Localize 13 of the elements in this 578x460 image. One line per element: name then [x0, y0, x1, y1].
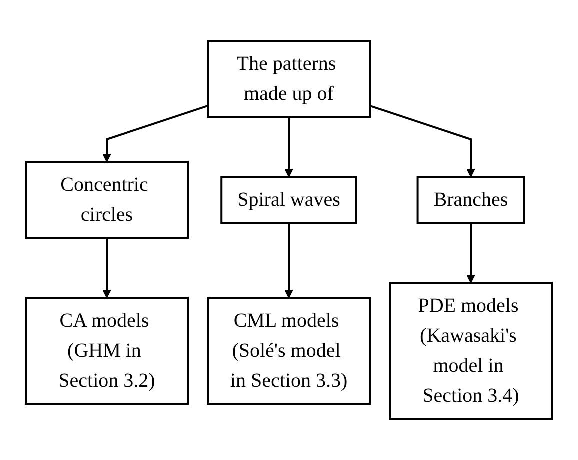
node-box: The patterns made up of — [207, 40, 371, 118]
arrow — [284, 223, 294, 298]
arrow — [102, 238, 112, 298]
node-box: Concentric circles — [25, 161, 189, 239]
node-box: CA models (GHM in Section 3.2) — [25, 297, 189, 405]
node-box: PDE models (Kawasaki's model in Section 3.4) — [389, 282, 553, 420]
node-box: Spiral waves — [220, 176, 358, 224]
arrow — [102, 104, 208, 162]
node-box: CML models (Solé's model in Section 3.3) — [207, 297, 371, 405]
arrow — [370, 104, 476, 178]
arrow — [466, 223, 476, 284]
node-box: Branches — [416, 176, 526, 224]
arrow — [284, 117, 294, 178]
